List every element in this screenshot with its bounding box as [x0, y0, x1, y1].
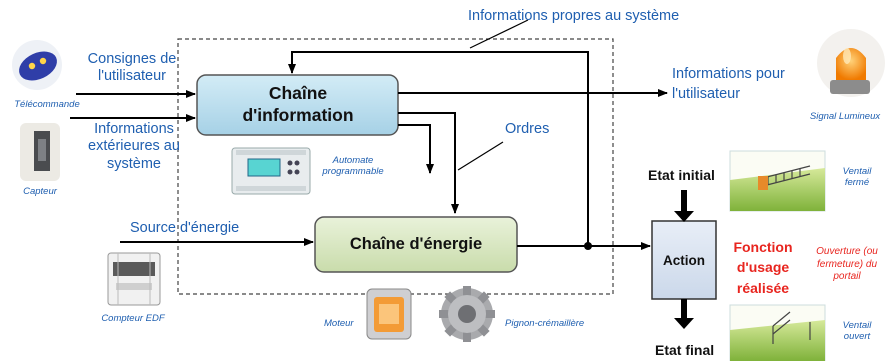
gate-open-icon [729, 304, 826, 361]
energy-chain-box [314, 216, 518, 273]
ordres-pointer [457, 141, 504, 171]
pignon-caption: Pignon-crémaillère [505, 318, 585, 329]
beacon-light-icon [817, 29, 885, 97]
gate-closed-icon [729, 150, 826, 212]
plc-icon [231, 147, 311, 195]
ventail-ferme-caption: Ventail fermé [842, 166, 872, 189]
system-boundary [177, 38, 614, 295]
capteur-caption: Capteur [23, 186, 57, 197]
gear-icon [439, 286, 495, 342]
feedback-label: Informations propres au système [468, 8, 680, 24]
consignes-label: Consignes de l'utilisateur [87, 51, 177, 85]
feedback-pointer [469, 19, 529, 49]
moteur-caption: Moteur [324, 318, 354, 329]
info-chain-box [196, 74, 399, 136]
fonction-label: Fonction d'usage réalisée [733, 239, 793, 296]
motor-icon [366, 288, 412, 340]
etat-initial-label: Etat initial [648, 167, 715, 183]
etat-final-label: Etat final [655, 342, 715, 358]
ordres-line-2 [398, 124, 434, 174]
automate-caption: Automate programmable [322, 155, 384, 178]
info-chain-label: Chaîne d'information [242, 83, 354, 125]
info-pour-label: Informations pour l'utilisateur [672, 66, 785, 103]
compteur-caption: Compteur EDF [101, 313, 165, 324]
ventail-ouvert-caption: Ventail ouvert [842, 320, 872, 343]
infos-ext-label: Informations extérieures au système [88, 121, 180, 172]
ordres-line-1 [398, 112, 459, 214]
sensor-icon [20, 123, 60, 181]
source-label: Source d'énergie [130, 220, 240, 236]
signal-caption: Signal Lumineux [809, 111, 881, 122]
junction-dot [584, 242, 592, 250]
energy-chain-label: Chaîne d'énergie [349, 235, 483, 253]
ordres-label: Ordres [505, 121, 550, 137]
action-box [651, 220, 717, 300]
telecommande-caption: Télécommande [14, 99, 80, 110]
feedback-line [288, 51, 589, 246]
action-label: Action [663, 252, 705, 268]
energy-meter-icon [107, 252, 161, 306]
ouverture-caption: Ouverture (ou fermeture) du portail [816, 246, 878, 282]
remote-control-icon [12, 40, 62, 90]
